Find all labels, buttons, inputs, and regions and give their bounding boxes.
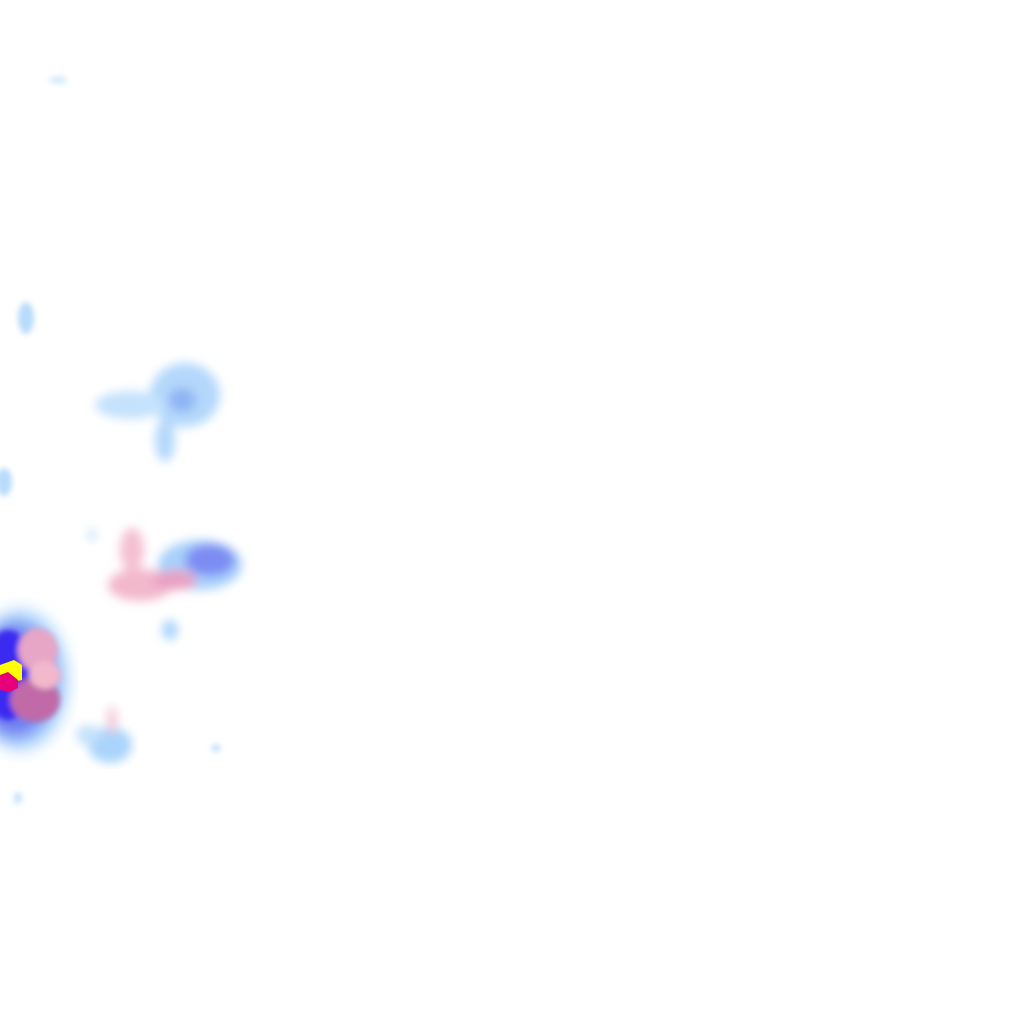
cell-lower (76, 706, 132, 763)
extreme-core (0, 672, 18, 692)
cell-main-storm (0, 610, 68, 750)
cell-upper (95, 363, 220, 462)
cell-mid (88, 528, 242, 640)
cell-top-left (0, 76, 221, 804)
